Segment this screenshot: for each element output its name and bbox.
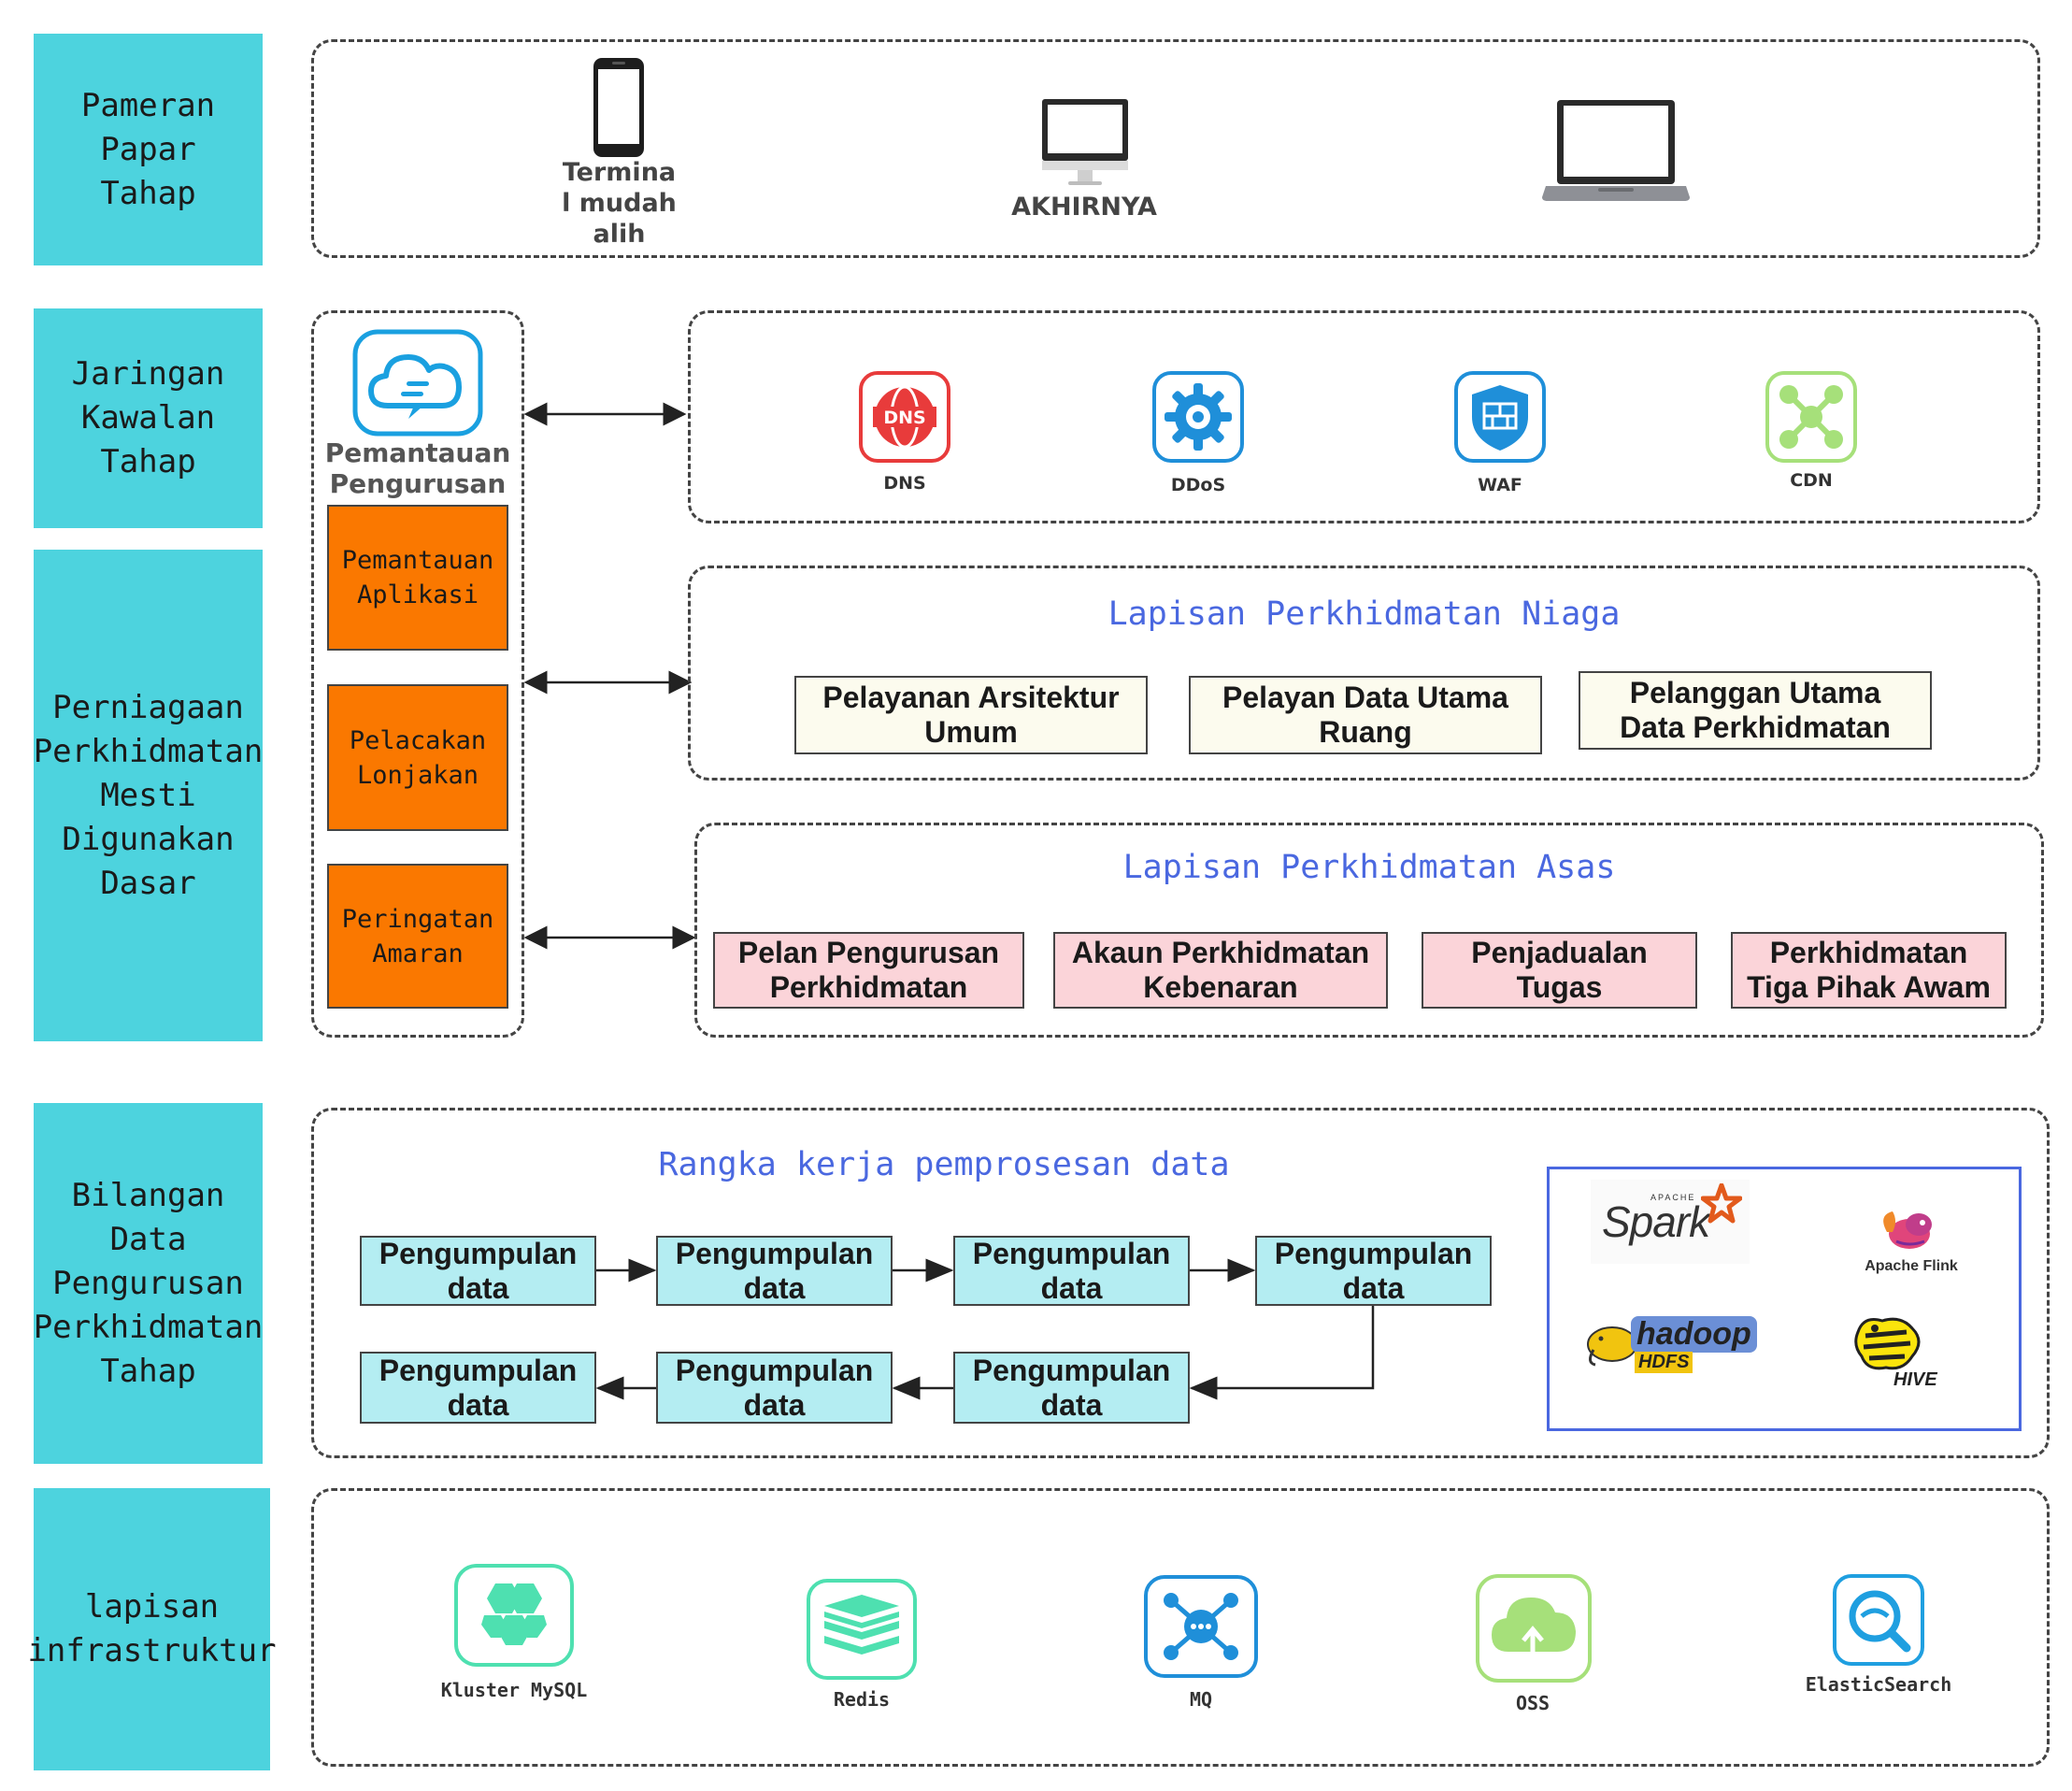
redis-stack-icon	[807, 1579, 917, 1680]
laptop-icon	[1542, 100, 1690, 201]
data-framework-title: Rangka kerja pemprosesan data	[658, 1146, 1230, 1183]
layer-label-infra: lapisan infrastruktur	[27, 1488, 277, 1770]
business-layer-container	[688, 566, 2040, 781]
flink-logo: Apache Flink	[1855, 1206, 1967, 1281]
monitoring-item-tracking: Pelacakan Lonjakan	[327, 684, 508, 831]
ddos-label: DDoS	[1170, 475, 1226, 495]
base-item-scheduling: Penjadualan Tugas	[1422, 932, 1697, 1009]
base-layer-title: Lapisan Perkhidmatan Asas	[1122, 849, 1616, 886]
infra-container	[311, 1488, 2050, 1767]
svg-text:DNS: DNS	[883, 408, 925, 428]
data-step-6: Pengumpulan data	[656, 1352, 893, 1424]
cdn-label: CDN	[1790, 470, 1833, 491]
data-framework-container	[311, 1108, 2050, 1458]
data-step-7: Pengumpulan data	[953, 1352, 1190, 1424]
layer-label-presentation: Pameran Papar Tahap	[34, 34, 263, 265]
business-item-customer: Pelanggan Utama Data Perkhidmatan	[1579, 671, 1932, 750]
business-item-data-server: Pelayan Data Utama Ruang	[1189, 676, 1542, 754]
data-step-2: Pengumpulan data	[656, 1236, 893, 1306]
cloud-chat-icon	[352, 329, 483, 437]
mq-label: MQ	[1189, 1688, 1213, 1711]
monitoring-container	[311, 310, 524, 1038]
layer-label-data: Bilangan Data Pengurusan Perkhidmatan Ta…	[34, 1103, 263, 1464]
base-item-third-party: Perkhidmatan Tiga Pihak Awam	[1731, 932, 2007, 1009]
flink-squirrel-icon	[1883, 1211, 1932, 1249]
oss-label: OSS	[1515, 1692, 1550, 1714]
dns-label: DNS	[883, 473, 926, 494]
desktop-monitor-icon	[1042, 99, 1128, 185]
mobile-phone-icon	[593, 58, 644, 157]
mysql-label: Kluster MySQL	[440, 1679, 588, 1701]
flink-text: Apache Flink	[1865, 1258, 1958, 1274]
hive-text: HIVE	[1893, 1369, 1937, 1390]
base-item-management: Pelan Pengurusan Perkhidmatan	[713, 932, 1024, 1009]
dns-icon: DNS	[859, 371, 950, 463]
base-layer-container	[694, 823, 2044, 1038]
data-step-4: Pengumpulan data	[1255, 1236, 1492, 1306]
layer-label-business: Perniagaan Perkhidmatan Mesti Digunakan …	[34, 550, 263, 1041]
monitoring-title: Pemantauan Pengurusan	[324, 437, 511, 499]
hdfs-text: HDFS	[1635, 1352, 1693, 1373]
monitoring-item-application: Pemantauan Aplikasi	[327, 505, 508, 651]
waf-label: WAF	[1478, 475, 1522, 495]
presentation-container	[311, 39, 2040, 258]
elasticsearch-search-icon	[1833, 1574, 1924, 1666]
business-item-architecture: Pelayanan Arsitektur Umum	[794, 676, 1148, 754]
hive-bee-icon	[1854, 1317, 1921, 1370]
data-step-5: Pengumpulan data	[360, 1352, 596, 1424]
data-step-3: Pengumpulan data	[953, 1236, 1190, 1306]
mobile-terminal-label: Termina l mudah alih	[562, 158, 677, 249]
cdn-network-icon	[1765, 371, 1857, 463]
spark-text: Spark	[1602, 1197, 1710, 1246]
hadoop-logo: hadoop HDFS	[1584, 1316, 1762, 1382]
spark-star-icon	[1701, 1183, 1742, 1224]
business-layer-title: Lapisan Perkhidmatan Niaga	[1107, 595, 1621, 633]
mysql-cluster-icon	[454, 1564, 574, 1667]
network-services-container	[688, 310, 2040, 523]
waf-shield-icon	[1454, 371, 1546, 463]
spark-apache-text: APACHE	[1650, 1193, 1696, 1202]
redis-label: Redis	[833, 1688, 891, 1711]
hive-logo: HIVE	[1851, 1313, 1953, 1397]
layer-label-network: Jaringan Kawalan Tahap	[34, 308, 263, 528]
hadoop-text: hadoop	[1631, 1316, 1757, 1353]
oss-cloud-icon	[1476, 1574, 1592, 1683]
elasticsearch-label: ElasticSearch	[1805, 1673, 1952, 1696]
data-step-1: Pengumpulan data	[360, 1236, 596, 1306]
tools-panel	[1547, 1167, 2022, 1431]
base-item-permission: Akaun Perkhidmatan Kebenaran	[1053, 932, 1388, 1009]
spark-logo: APACHE Spark	[1591, 1180, 1750, 1264]
desktop-terminal-label: AKHIRNYA	[1011, 193, 1157, 222]
monitoring-item-alert: Peringatan Amaran	[327, 864, 508, 1009]
ddos-gear-icon	[1152, 371, 1244, 463]
mq-network-icon	[1144, 1575, 1258, 1678]
